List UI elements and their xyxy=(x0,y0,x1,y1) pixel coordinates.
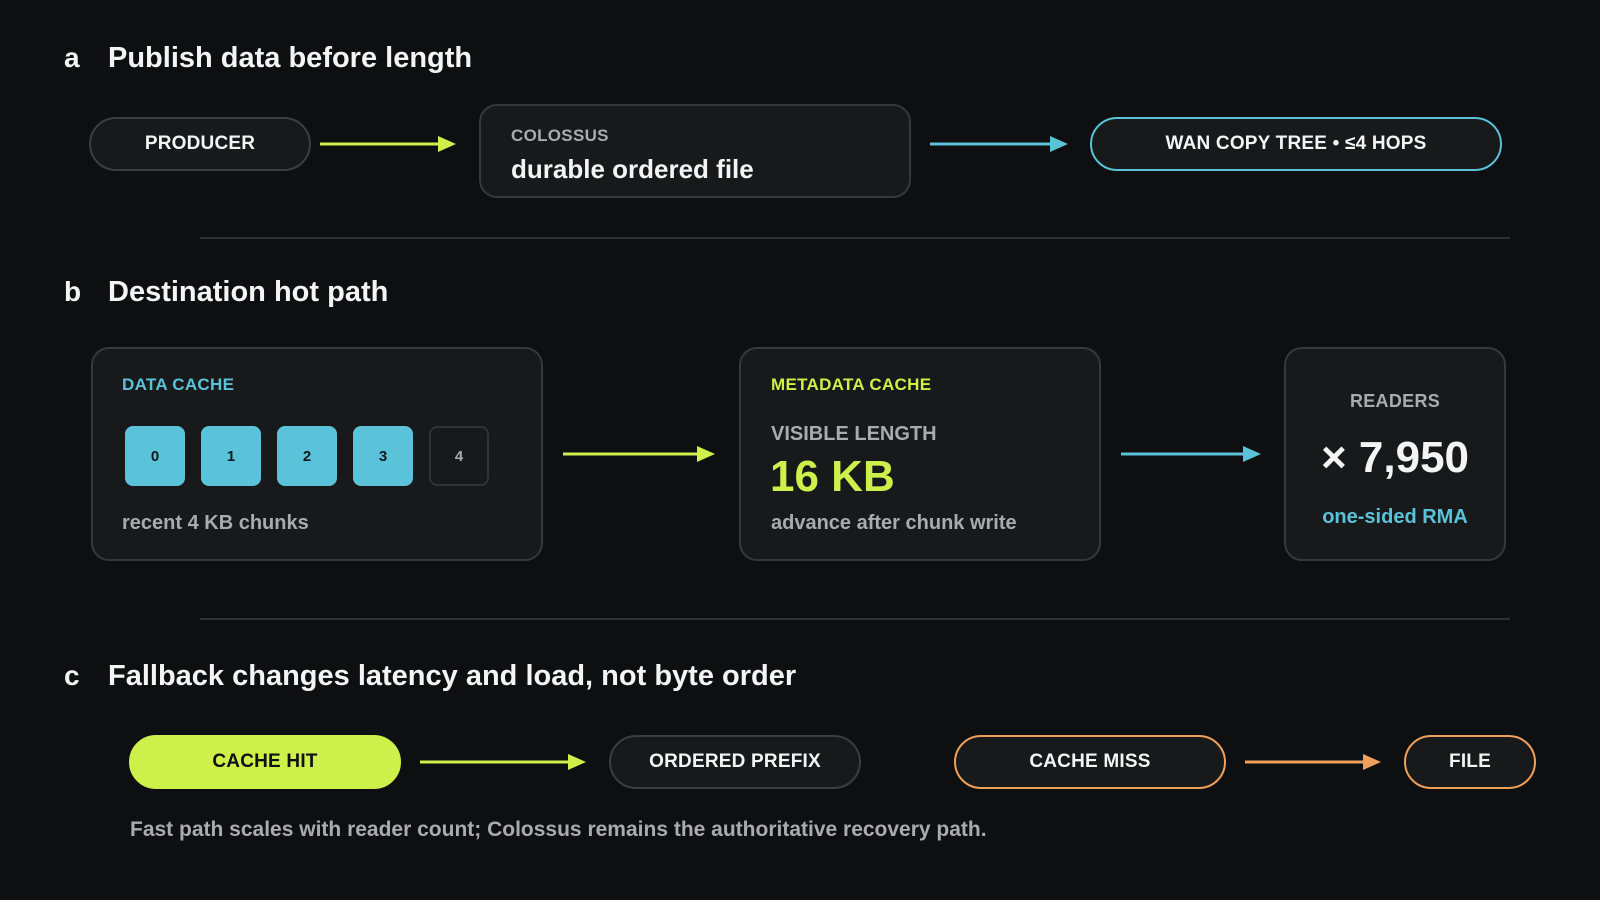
section-a-letter: a xyxy=(64,42,80,73)
section-c-title: Fallback changes latency and load, not b… xyxy=(108,660,797,692)
readers-caption: one-sided RMA xyxy=(1322,506,1468,528)
visible-length-value: 16 KB xyxy=(770,452,895,501)
readers-count: × 7,950 xyxy=(1320,433,1470,482)
arrow-colossus-to-wan xyxy=(930,136,1068,152)
chunk-0: 0 xyxy=(125,426,185,486)
data-cache-caption: recent 4 KB chunks xyxy=(122,512,309,534)
section-b-title: Destination hot path xyxy=(108,276,389,308)
readers-card: READERS × 7,950 one-sided RMA xyxy=(1284,347,1506,561)
colossus-text: durable ordered file xyxy=(511,154,754,184)
file-node: FILE xyxy=(1404,735,1536,789)
divider-b-c xyxy=(200,618,1510,620)
cache-hit-node: CACHE HIT xyxy=(129,735,401,789)
section-a-title: Publish data before length xyxy=(108,42,473,74)
arrow-hit-to-prefix xyxy=(420,754,586,770)
chunk-2: 2 xyxy=(277,426,337,486)
visible-length-label: VISIBLE LENGTH xyxy=(771,423,937,445)
chunk-1: 1 xyxy=(201,426,261,486)
arrow-data-to-metadata xyxy=(563,446,715,462)
cache-miss-node: CACHE MISS xyxy=(954,735,1226,789)
ordered-prefix-node: ORDERED PREFIX xyxy=(609,735,861,789)
data-cache-card: DATA CACHE 0 1 2 3 4 recent 4 KB chunks xyxy=(91,347,543,561)
arrow-miss-to-file xyxy=(1245,754,1381,770)
section-b-letter: b xyxy=(64,276,82,307)
data-cache-label: DATA CACHE xyxy=(122,375,235,394)
producer-node: PRODUCER xyxy=(89,117,311,171)
colossus-node: COLOSSUS durable ordered file xyxy=(479,104,911,198)
metadata-cache-card: METADATA CACHE VISIBLE LENGTH 16 KB adva… xyxy=(739,347,1101,561)
metadata-cache-label: METADATA CACHE xyxy=(771,375,932,394)
metadata-cache-caption: advance after chunk write xyxy=(771,512,1017,534)
wan-copy-tree-node: WAN COPY TREE • ≤4 HOPS xyxy=(1090,117,1502,171)
chunk-4-empty: 4 xyxy=(429,426,489,486)
chunk-3: 3 xyxy=(353,426,413,486)
arrow-producer-to-colossus xyxy=(320,136,456,152)
readers-label: READERS xyxy=(1349,391,1441,411)
arrow-metadata-to-readers xyxy=(1121,446,1261,462)
footnote: Fast path scales with reader count; Colo… xyxy=(130,818,987,841)
colossus-label: COLOSSUS xyxy=(511,126,609,145)
section-c-letter: c xyxy=(64,660,80,691)
divider-a-b xyxy=(200,237,1510,239)
